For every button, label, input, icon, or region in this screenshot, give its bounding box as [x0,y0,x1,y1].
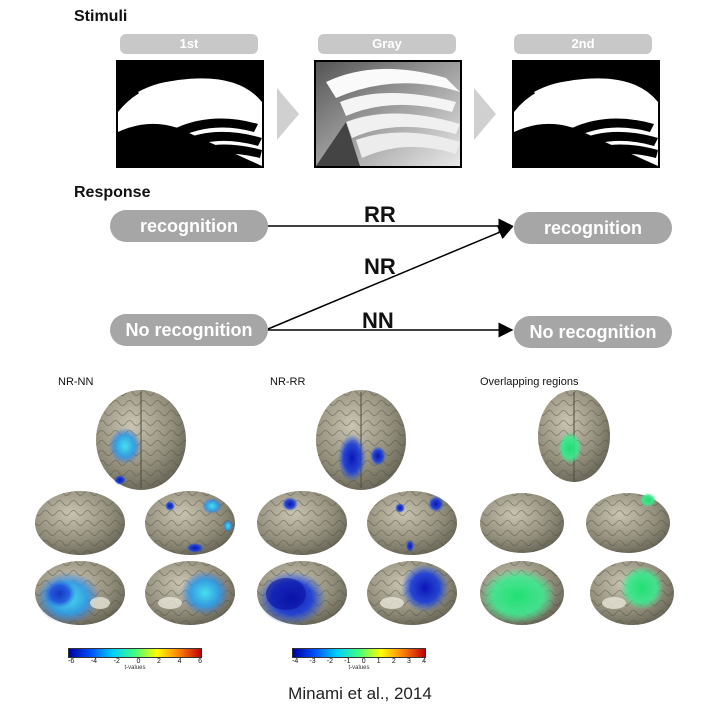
stimulus-first-image [116,60,264,168]
colorbar-tick: 2 [157,658,161,665]
response-right-recognition: recognition [514,212,672,244]
response-arrows [267,218,514,338]
citation: Minami et al., 2014 [288,684,432,703]
colorbar-tick: 0 [361,658,366,665]
panel-title-nr-nn: NR-NN [58,376,94,388]
brain-figure [35,390,674,625]
brain-overlap-medial-right [590,561,674,625]
panel-title-nr-rr: NR-RR [270,376,306,388]
response-heading: Response [74,184,151,201]
brain-nr-rr-top [316,390,406,490]
chevron-right-icon [277,88,299,145]
colorbar-tick: -4 [90,658,98,665]
tab-first: 1st [120,34,258,54]
brain-nr-rr-medial-right [367,561,457,625]
tab-second: 2nd [514,34,652,54]
brain-nr-rr-medial-left [257,561,347,625]
chevron-right-icon [474,88,496,145]
brain-nr-nn-lateral-right [145,491,235,555]
colorbar-nr-nn-ticks: -6 -4 -2 0 2 4 6 [68,658,202,665]
response-left-no-recognition: No recognition [110,314,268,346]
colorbar-nr-rr-label: t-values [348,665,370,671]
brain-overlap-lateral-right [586,493,670,553]
brain-overlap-lateral-left [480,493,564,553]
path-label-rr: RR [364,202,396,227]
colorbar-tick: -3 [309,658,316,665]
response-left-recognition: recognition [110,210,268,242]
brain-overlap-medial-left [480,561,564,625]
stimulus-second-image [512,60,660,168]
colorbar-nr-rr: -4 -3 -2 -1 0 1 2 3 4 t-values [292,648,426,671]
tab-gray: Gray [318,34,456,54]
colorbar-tick: -1 [344,658,351,665]
arrow-nr [267,225,514,330]
colorbar-nr-nn: -6 -4 -2 0 2 4 6 t-values [68,648,202,671]
colorbar-tick: 2 [391,658,396,665]
path-label-nn: NN [362,308,394,333]
path-label-nr: NR [364,254,396,279]
colorbar-nr-nn-label: t-values [124,665,146,671]
brain-nr-rr-lateral-left [257,491,347,555]
colorbar-tick: 0 [136,658,141,665]
stimulus-gray-image [314,60,462,168]
colorbar-nr-rr-ticks: -4 -3 -2 -1 0 1 2 3 4 [292,658,426,665]
colorbar-tick: 6 [198,658,202,665]
brain-nr-nn-medial-right [145,561,235,625]
brain-nr-rr-lateral-right [367,491,457,555]
brain-overlap-top [538,390,610,482]
brain-nr-nn-top [96,390,186,490]
colorbar-tick: -4 [292,658,299,665]
stimuli-heading: Stimuli [74,8,128,25]
colorbar-tick: -6 [68,658,75,665]
colorbar-tick: 1 [376,658,381,665]
colorbar-tick: 4 [422,658,426,665]
colorbar-tick: -2 [113,658,120,665]
brain-nr-nn-lateral-left [35,491,125,555]
panel-title-overlap: Overlapping regions [480,376,579,388]
colorbar-tick: 3 [406,658,411,665]
response-right-no-recognition: No recognition [514,316,672,348]
colorbar-tick: 4 [177,658,182,665]
colorbar-tick: -2 [326,658,334,665]
brain-nr-nn-medial-left [35,561,125,625]
